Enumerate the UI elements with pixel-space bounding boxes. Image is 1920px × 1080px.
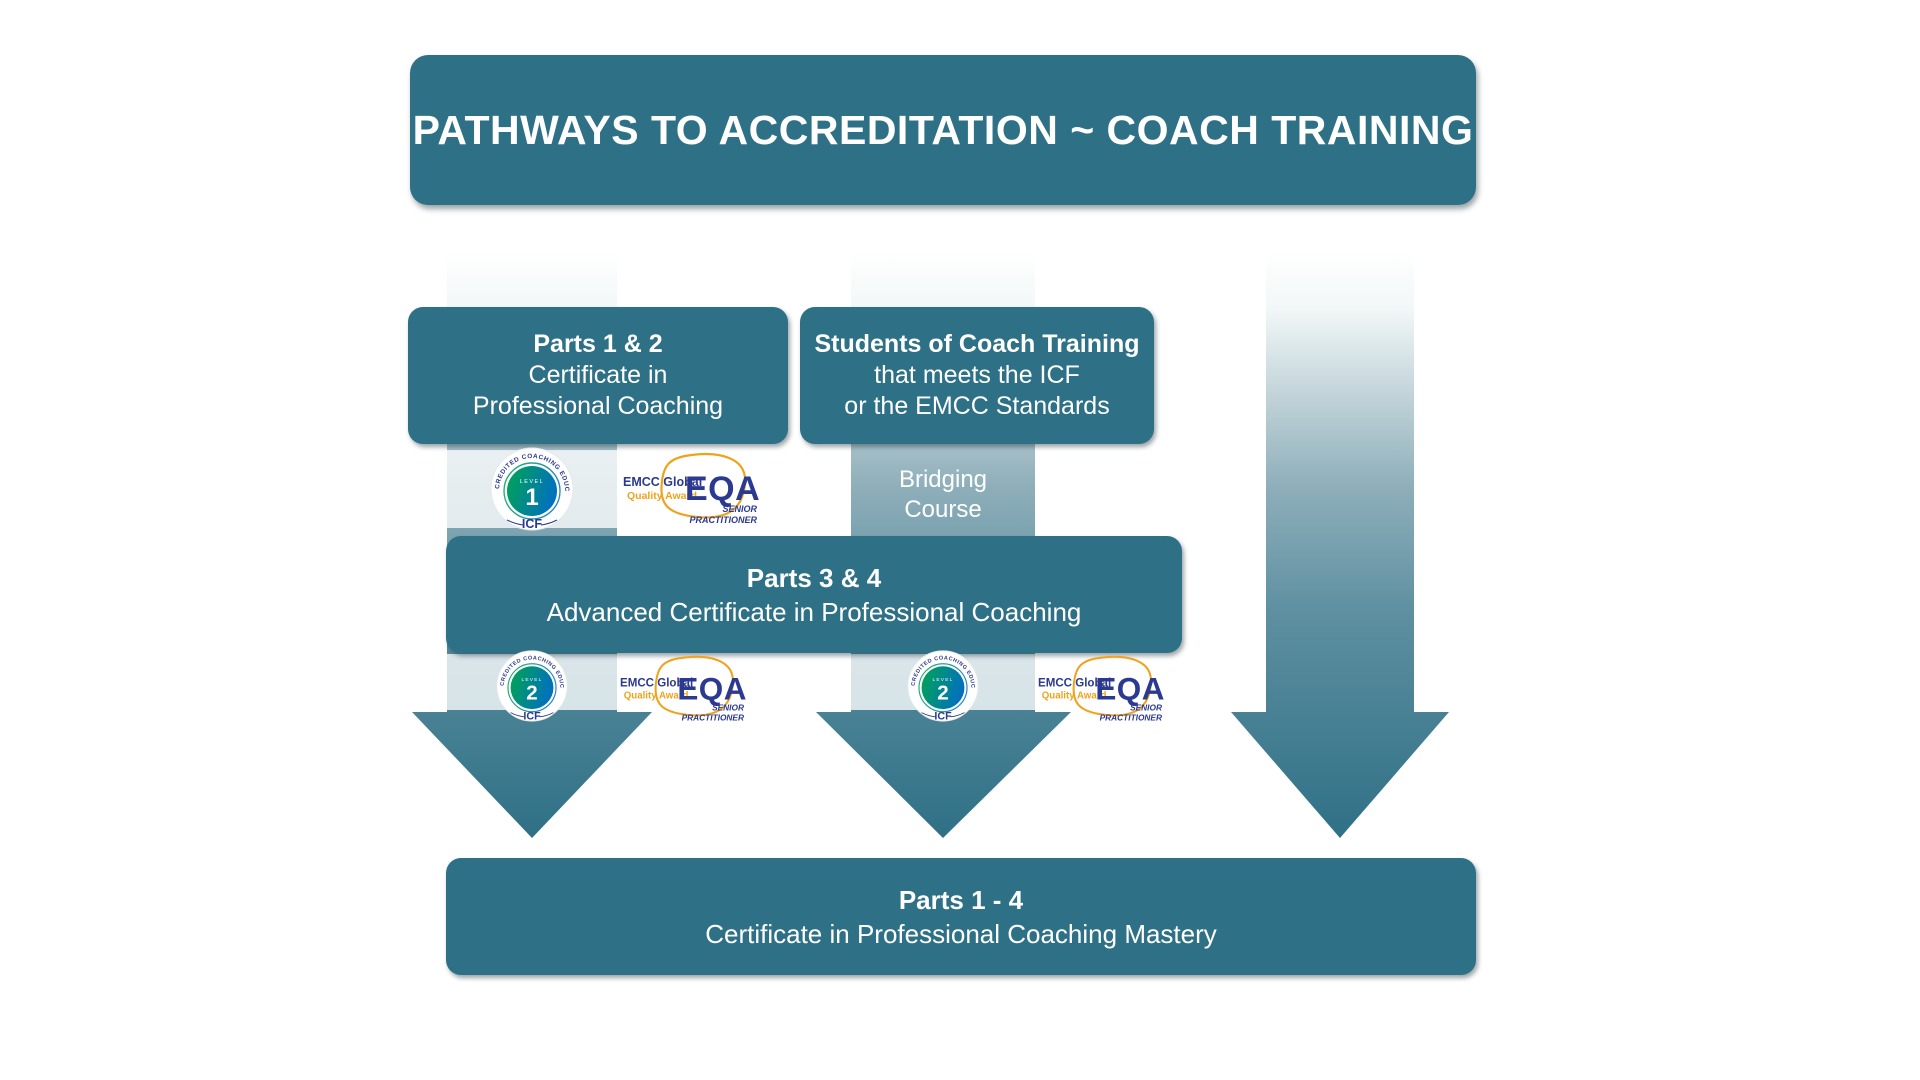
eqa-award-label: Quality Award bbox=[627, 490, 697, 502]
bridging-line2: Course bbox=[904, 496, 982, 523]
icf-level-1-badge-icon: ICF-ACCREDITED COACHING EDUCATION LEVEL … bbox=[490, 447, 574, 531]
node-parts-1-4: Parts 1 - 4 Certificate in Professional … bbox=[446, 858, 1476, 975]
title-banner: PATHWAYS TO ACCREDITATION ~ COACH TRAINI… bbox=[410, 55, 1476, 205]
node-students-line3: or the EMCC Standards bbox=[844, 392, 1110, 420]
eqa-senior-label: SENIOR bbox=[712, 702, 744, 712]
icf-level-number: 1 bbox=[525, 484, 538, 511]
eqa-practitioner-label: PRACTITIONER bbox=[682, 713, 744, 723]
eqa-acronym: EQA bbox=[1095, 671, 1165, 706]
node-parts-1-2-title: Parts 1 & 2 bbox=[533, 330, 663, 358]
icf-wordmark: ICF bbox=[522, 517, 543, 531]
eqa-practitioner-label: PRACTITIONER bbox=[690, 515, 758, 525]
node-parts-1-2-line2: Certificate in bbox=[528, 361, 668, 389]
eqa-practitioner-label: PRACTITIONER bbox=[1100, 713, 1162, 723]
icf-level-number: 2 bbox=[526, 682, 537, 705]
node-parts-1-2: Parts 1 & 2 Certificate in Professional … bbox=[408, 307, 788, 444]
icf-level-label: LEVEL bbox=[520, 479, 544, 485]
eqa-org-label: EMCC Global bbox=[623, 475, 702, 489]
icf-level-label: LEVEL bbox=[522, 677, 543, 683]
eqa-senior-label: SENIOR bbox=[1130, 702, 1162, 712]
icf-wordmark: ICF bbox=[934, 710, 952, 722]
icf-level-number: 2 bbox=[937, 682, 948, 705]
bridging-course-label: Bridging Course bbox=[851, 465, 1035, 525]
eqa-acronym: EQA bbox=[677, 671, 747, 706]
node-parts-3-4-line2: Advanced Certificate in Professional Coa… bbox=[546, 596, 1082, 627]
eqa-acronym: EQA bbox=[685, 470, 760, 508]
eqa-org-label: EMCC Global bbox=[620, 677, 693, 689]
node-students-title: Students of Coach Training bbox=[814, 330, 1140, 358]
flow-arrow-right bbox=[1231, 250, 1449, 838]
eqa-award-label: Quality Award bbox=[1042, 690, 1107, 701]
page-title: PATHWAYS TO ACCREDITATION ~ COACH TRAINI… bbox=[412, 106, 1474, 153]
node-parts-1-2-line3: Professional Coaching bbox=[472, 392, 724, 420]
eqa-org-label: EMCC Global bbox=[1038, 677, 1111, 689]
icf-level-2-badge-icon: ICF-ACCREDITED COACHING EDUCATION LEVEL … bbox=[496, 650, 568, 722]
bridging-line1: Bridging bbox=[898, 466, 988, 493]
node-parts-1-4-line2: Certificate in Professional Coaching Mas… bbox=[705, 918, 1217, 949]
icf-level-2-badge-icon: ICF-ACCREDITED COACHING EDUCATION LEVEL … bbox=[907, 650, 979, 722]
node-parts-3-4: Parts 3 & 4 Advanced Certificate in Prof… bbox=[446, 536, 1182, 653]
node-students-line2: that meets the ICF bbox=[874, 361, 1080, 389]
node-students-coach-training: Students of Coach Training that meets th… bbox=[800, 307, 1154, 444]
emcc-eqa-senior-practitioner-badge-icon: EMCC Global Quality Award EQA SENIOR PRA… bbox=[623, 453, 760, 525]
eqa-senior-label: SENIOR bbox=[722, 504, 757, 514]
icf-level-label: LEVEL bbox=[933, 677, 954, 683]
emcc-eqa-senior-practitioner-badge-icon: EMCC Global Quality Award EQA SENIOR PRA… bbox=[620, 655, 747, 723]
icf-wordmark: ICF bbox=[523, 710, 541, 722]
node-parts-3-4-title: Parts 3 & 4 bbox=[746, 562, 882, 593]
eqa-award-label: Quality Award bbox=[624, 690, 689, 701]
emcc-eqa-senior-practitioner-badge-icon: EMCC Global Quality Award EQA SENIOR PRA… bbox=[1038, 655, 1165, 723]
node-parts-1-4-title: Parts 1 - 4 bbox=[898, 884, 1024, 915]
